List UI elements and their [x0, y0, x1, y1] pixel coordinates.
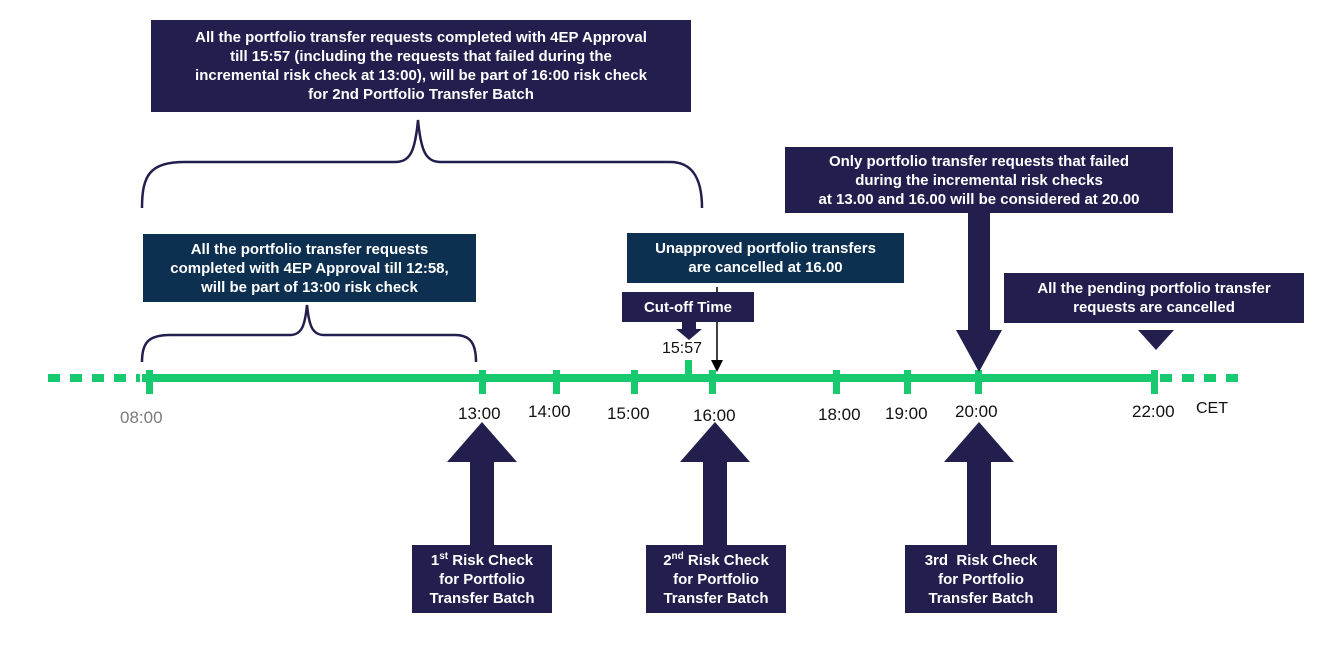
tick-0800	[146, 370, 153, 394]
timeline-ticks	[146, 360, 1158, 394]
time-label-1800: 18:00	[818, 405, 861, 424]
tick-1400	[553, 370, 560, 394]
third-risk-check-line-3: Transfer Batch	[928, 589, 1034, 607]
tick-1500	[631, 370, 638, 394]
second-risk-check-arrow	[680, 422, 750, 545]
timezone-label: CET	[1196, 400, 1228, 417]
failed-only-info-line-1: Only portfolio transfer requests that fa…	[828, 152, 1130, 170]
time-label-1900: 19:00	[885, 404, 928, 423]
time-label-2000: 20:00	[955, 402, 998, 421]
tick-1800	[833, 370, 840, 394]
second-batch-info-line-4: for 2nd Portfolio Transfer Batch	[308, 86, 534, 103]
unapproved-info-line-1: Unapproved portfolio transfers	[655, 240, 876, 257]
second-risk-check-line-2: for Portfolio	[673, 570, 759, 588]
time-label-1300: 13:00	[458, 404, 501, 423]
time-label-2200: 22:00	[1132, 402, 1175, 421]
tick-1557	[685, 360, 692, 378]
brace-top	[140, 119, 704, 209]
first-batch-info-line-3: will be part of 13:00 risk check	[201, 278, 418, 296]
tick-1600	[709, 370, 716, 394]
third-risk-check-line-2: for Portfolio	[938, 570, 1024, 588]
time-label-1500: 15:00	[607, 404, 650, 423]
pending-cancelled-box: All the pending portfolio transfer reque…	[1004, 273, 1304, 323]
first-batch-info-line-1: All the portfolio transfer requests	[190, 240, 429, 258]
unapproved-info-line-2: are cancelled at 16.00	[688, 259, 843, 276]
tick-2200	[1151, 370, 1158, 394]
tick-2000	[975, 370, 982, 394]
brace-first	[140, 304, 478, 363]
cutoff-time-box: Cut-off Time	[622, 292, 754, 322]
second-batch-info-line-1: All the portfolio transfer requests comp…	[195, 29, 647, 46]
first-risk-check-line-3: Transfer Batch	[429, 589, 535, 607]
first-risk-check-arrow	[447, 422, 517, 545]
cutoff-arrow	[676, 322, 702, 340]
second-batch-info-line-2: till 15:57 (including the requests that …	[230, 48, 612, 65]
unapproved-info-box: Unapproved portfolio transfers are cance…	[627, 233, 904, 283]
second-risk-check-title: 2nd Risk Check	[663, 550, 769, 569]
second-risk-check-box: 2nd Risk Check for Portfolio Transfer Ba…	[646, 545, 786, 613]
first-batch-info-box: All the portfolio transfer requests comp…	[143, 234, 476, 302]
failed-only-info-box: Only portfolio transfer requests that fa…	[785, 147, 1173, 213]
second-batch-info-box: All the portfolio transfer requests comp…	[151, 20, 691, 112]
first-risk-check-title: 1st Risk Check	[430, 550, 534, 569]
cutoff-time-box-label: Cut-off Time	[643, 298, 733, 316]
pending-down-arrow	[1138, 330, 1174, 350]
cutoff-time-label: 15:57	[662, 340, 703, 357]
time-label-1400: 14:00	[528, 402, 571, 421]
third-risk-check-box: 3rd Risk Check for Portfolio Transfer Ba…	[905, 545, 1057, 613]
pending-cancelled-line-1: All the pending portfolio transfer	[1037, 280, 1271, 297]
first-batch-info-line-2: completed with 4EP Approval till 12:58,	[170, 259, 449, 277]
pending-cancelled-line-2: requests are cancelled	[1073, 299, 1235, 316]
third-risk-check-title: 3rd Risk Check	[924, 551, 1038, 569]
tick-1900	[904, 370, 911, 394]
tick-1300	[479, 370, 486, 394]
failed-only-info-line-3: at 13.00 and 16.00 will be considered at…	[818, 190, 1140, 208]
first-risk-check-box: 1st Risk Check for Portfolio Transfer Ba…	[412, 545, 552, 613]
failed-only-down-arrow	[956, 212, 1002, 372]
time-label-0800: 08:00	[120, 408, 163, 427]
second-risk-check-line-3: Transfer Batch	[663, 589, 769, 607]
third-risk-check-arrow	[944, 422, 1014, 545]
unapproved-pointer-head	[711, 360, 723, 372]
second-batch-info-line-3: incremental risk check at 13:00), will b…	[195, 67, 647, 84]
first-risk-check-line-2: for Portfolio	[439, 570, 525, 588]
failed-only-info-line-2: during the incremental risk checks	[855, 171, 1103, 189]
time-label-1600: 16:00	[693, 406, 736, 425]
